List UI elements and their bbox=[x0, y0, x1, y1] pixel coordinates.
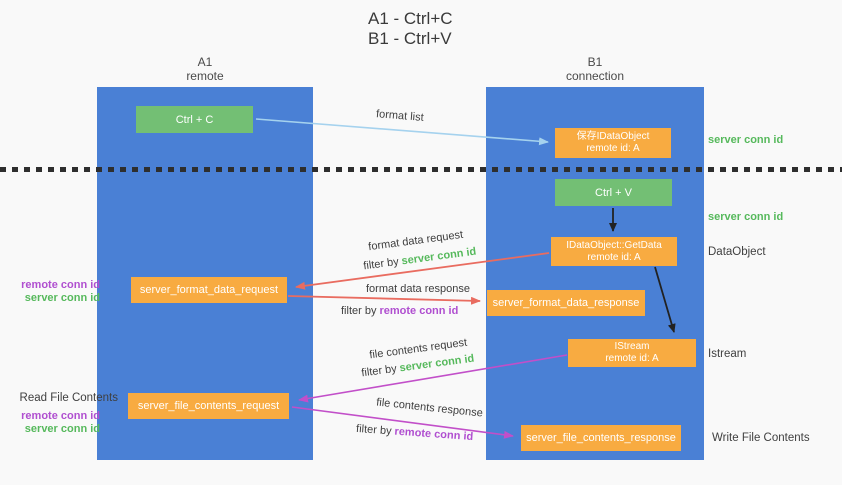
label-server-conn-id-right-mid: server conn id bbox=[708, 211, 784, 223]
node-istream-line1: IStream bbox=[614, 341, 650, 352]
filter-by-text: filter by bbox=[362, 255, 400, 273]
separator-dotted-line bbox=[0, 167, 842, 172]
node-getdata-line2: remote id: A bbox=[587, 251, 641, 263]
lane-b1-subtitle: connection bbox=[565, 69, 625, 83]
lane-a1-subtitle: remote bbox=[186, 69, 224, 83]
server-conn-id-text: server conn id bbox=[400, 245, 477, 268]
remote-conn-id-text: remote conn id bbox=[379, 305, 459, 317]
remote-conn-id-text: remote conn id bbox=[21, 410, 100, 422]
node-server-format-data-response: server_format_data_response bbox=[487, 290, 645, 316]
node-istream: IStream remote id: A bbox=[568, 339, 696, 367]
label-read-file-contents: Read File Contents bbox=[19, 392, 118, 404]
lane-header-a1: A1 remote bbox=[97, 55, 313, 83]
server-conn-id-text: server conn id bbox=[24, 292, 100, 304]
filter-by-text: filter by bbox=[341, 305, 377, 317]
lane-header-b1: B1 connection bbox=[486, 55, 704, 83]
diagram-title: A1 - Ctrl+C B1 - Ctrl+V bbox=[368, 9, 453, 49]
node-save-dataobject: 保存IDataObject remote id: A bbox=[555, 128, 671, 158]
node-file-response-label: server_file_contents_response bbox=[526, 432, 676, 444]
label-server-conn-id-right-top: server conn id bbox=[708, 134, 784, 146]
node-server-file-contents-request: server_file_contents_request bbox=[128, 393, 289, 419]
label-conn-ids-left-2: remote conn id server conn id bbox=[8, 410, 100, 436]
node-save-dataobject-line2: remote id: A bbox=[586, 143, 640, 154]
label-conn-ids-left-1: remote conn id server conn id bbox=[8, 279, 100, 305]
node-getdata-line1: IDataObject::GetData bbox=[566, 239, 662, 251]
title-line-1: A1 - Ctrl+C bbox=[368, 9, 453, 28]
lane-a1-id: A1 bbox=[197, 55, 213, 69]
arrow-format-data-response bbox=[287, 295, 481, 305]
node-ctrl-c: Ctrl + C bbox=[136, 106, 253, 133]
title-line-2: B1 - Ctrl+V bbox=[368, 29, 452, 48]
server-conn-id-text: server conn id bbox=[24, 423, 100, 435]
label-istream-side: Istream bbox=[708, 348, 747, 360]
node-ctrl-v: Ctrl + V bbox=[555, 179, 672, 206]
filter-by-text: filter by bbox=[360, 362, 398, 380]
label-format-data-response: format data response bbox=[366, 283, 470, 295]
node-format-response-label: server_format_data_response bbox=[492, 297, 640, 309]
node-ctrl-v-label: Ctrl + V bbox=[595, 186, 632, 199]
label-write-file-contents: Write File Contents bbox=[712, 432, 810, 444]
node-idataobject-getdata: IDataObject::GetData remote id: A bbox=[551, 237, 677, 266]
node-istream-line2: remote id: A bbox=[605, 353, 659, 364]
node-server-format-data-request: server_format_data_request bbox=[131, 277, 287, 303]
label-file-contents-response: file contents response bbox=[375, 396, 484, 420]
label-format-list: format list bbox=[375, 108, 425, 124]
node-format-request-label: server_format_data_request bbox=[139, 284, 279, 296]
remote-conn-id-text: remote conn id bbox=[394, 425, 474, 444]
remote-conn-id-text: remote conn id bbox=[21, 279, 100, 291]
filter-by-text: filter by bbox=[355, 422, 392, 438]
label-dataobject: DataObject bbox=[708, 246, 766, 258]
lane-b1-id: B1 bbox=[587, 55, 603, 69]
node-ctrl-c-label: Ctrl + C bbox=[175, 113, 214, 126]
node-file-request-label: server_file_contents_request bbox=[137, 400, 280, 412]
node-save-dataobject-line1: 保存IDataObject bbox=[576, 131, 650, 142]
node-server-file-contents-response: server_file_contents_response bbox=[521, 425, 681, 451]
